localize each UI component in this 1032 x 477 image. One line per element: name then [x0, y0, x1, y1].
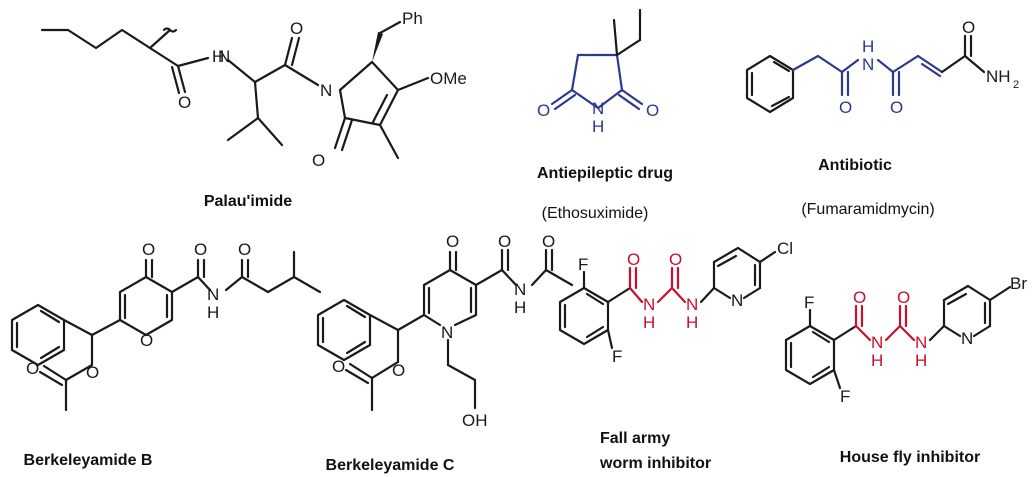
atom-label: N [514, 280, 526, 299]
atom-label: O [669, 250, 682, 269]
caption-fumaramidmycin-subtitle: (Fumaramidmycin) [801, 201, 934, 218]
atom-label: H [643, 313, 655, 332]
atom-label: N [592, 99, 604, 118]
atom-label: O [839, 98, 852, 117]
atom-label: O [178, 93, 191, 112]
caption-palauimide: Palau'imide [204, 193, 292, 210]
atom-label: N [686, 295, 698, 314]
atom-label: F [578, 255, 588, 274]
atom-label: N [643, 295, 655, 314]
atom-label: O [646, 101, 659, 120]
structure-fumaramidmycin [745, 34, 986, 114]
caption-fall-army-worm-line2: worm inhibitor [599, 455, 711, 472]
atom-label: H [212, 47, 224, 66]
atom-label: O [446, 232, 459, 251]
caption-ethosuximide-title: Antiepileptic drug [537, 165, 673, 182]
atom-subscript: 2 [1013, 79, 1019, 91]
caption-berkeleyamide-b: Berkeleyamide B [24, 452, 153, 469]
atom-label: N [871, 333, 883, 352]
atom-label: O [392, 361, 405, 380]
atom-label: NH [986, 67, 1011, 86]
atom-label: N [320, 81, 332, 100]
atom-label: F [840, 387, 850, 406]
atom-label: OH [462, 411, 488, 430]
atom-label: H [514, 298, 526, 317]
caption-berkeleyamide-c: Berkeleyamide C [326, 457, 455, 474]
atom-label: O [332, 357, 345, 376]
atom-label: N [961, 329, 973, 348]
caption-fumaramidmycin-title: Antibiotic [818, 157, 892, 174]
atom-label: O [140, 331, 153, 350]
atom-label: Cl [777, 239, 793, 258]
atom-label: O [142, 240, 155, 259]
atom-label: N [862, 55, 874, 74]
caption-house-fly-inhibitor: House fly inhibitor [840, 449, 980, 466]
atom-label: H [915, 351, 927, 370]
structure-house-fly-inhibitor [784, 284, 1012, 390]
caption-ethosuximide-subtitle: (Ethosuximide) [542, 205, 649, 222]
atom-label: N [915, 333, 927, 352]
atom-label: H [686, 313, 698, 332]
atom-label: H [207, 303, 219, 322]
atom-label: O [194, 240, 207, 259]
atom-label: Ph [402, 9, 423, 28]
atom-label: F [804, 293, 814, 312]
structure-palauimide [40, 20, 430, 160]
atom-label: O [897, 288, 910, 307]
atom-label: N [441, 323, 453, 342]
atom-label: Br [1010, 274, 1027, 293]
structure-ethosuximide [550, 8, 644, 111]
atom-label: O [537, 101, 550, 120]
atom-label: O [890, 98, 903, 117]
structure-fall-army-worm-inhibitor [558, 246, 777, 350]
atom-label: H [862, 37, 874, 56]
atom-label: N [731, 291, 743, 310]
atom-label: OMe [430, 69, 467, 88]
atom-label: O [627, 250, 640, 269]
atom-label: H [871, 351, 883, 370]
atom-label: O [238, 240, 251, 259]
atom-label: N [218, 47, 230, 66]
atom-label: H [592, 117, 604, 136]
structure-berkeleyamide-b [10, 250, 322, 412]
structure-berkeleyamide-c [316, 248, 574, 412]
atom-label: N [207, 285, 219, 304]
atom-label: O [312, 151, 325, 170]
atom-label: O [290, 19, 303, 38]
atom-label: O [86, 363, 99, 382]
atom-label: O [542, 232, 555, 251]
atom-label: O [853, 288, 866, 307]
atom-label: O [962, 18, 975, 37]
caption-fall-army-worm-line1: Fall army [600, 430, 670, 447]
atom-label: O [498, 232, 511, 251]
atom-label: O [26, 359, 39, 378]
atom-label: F [612, 347, 622, 366]
